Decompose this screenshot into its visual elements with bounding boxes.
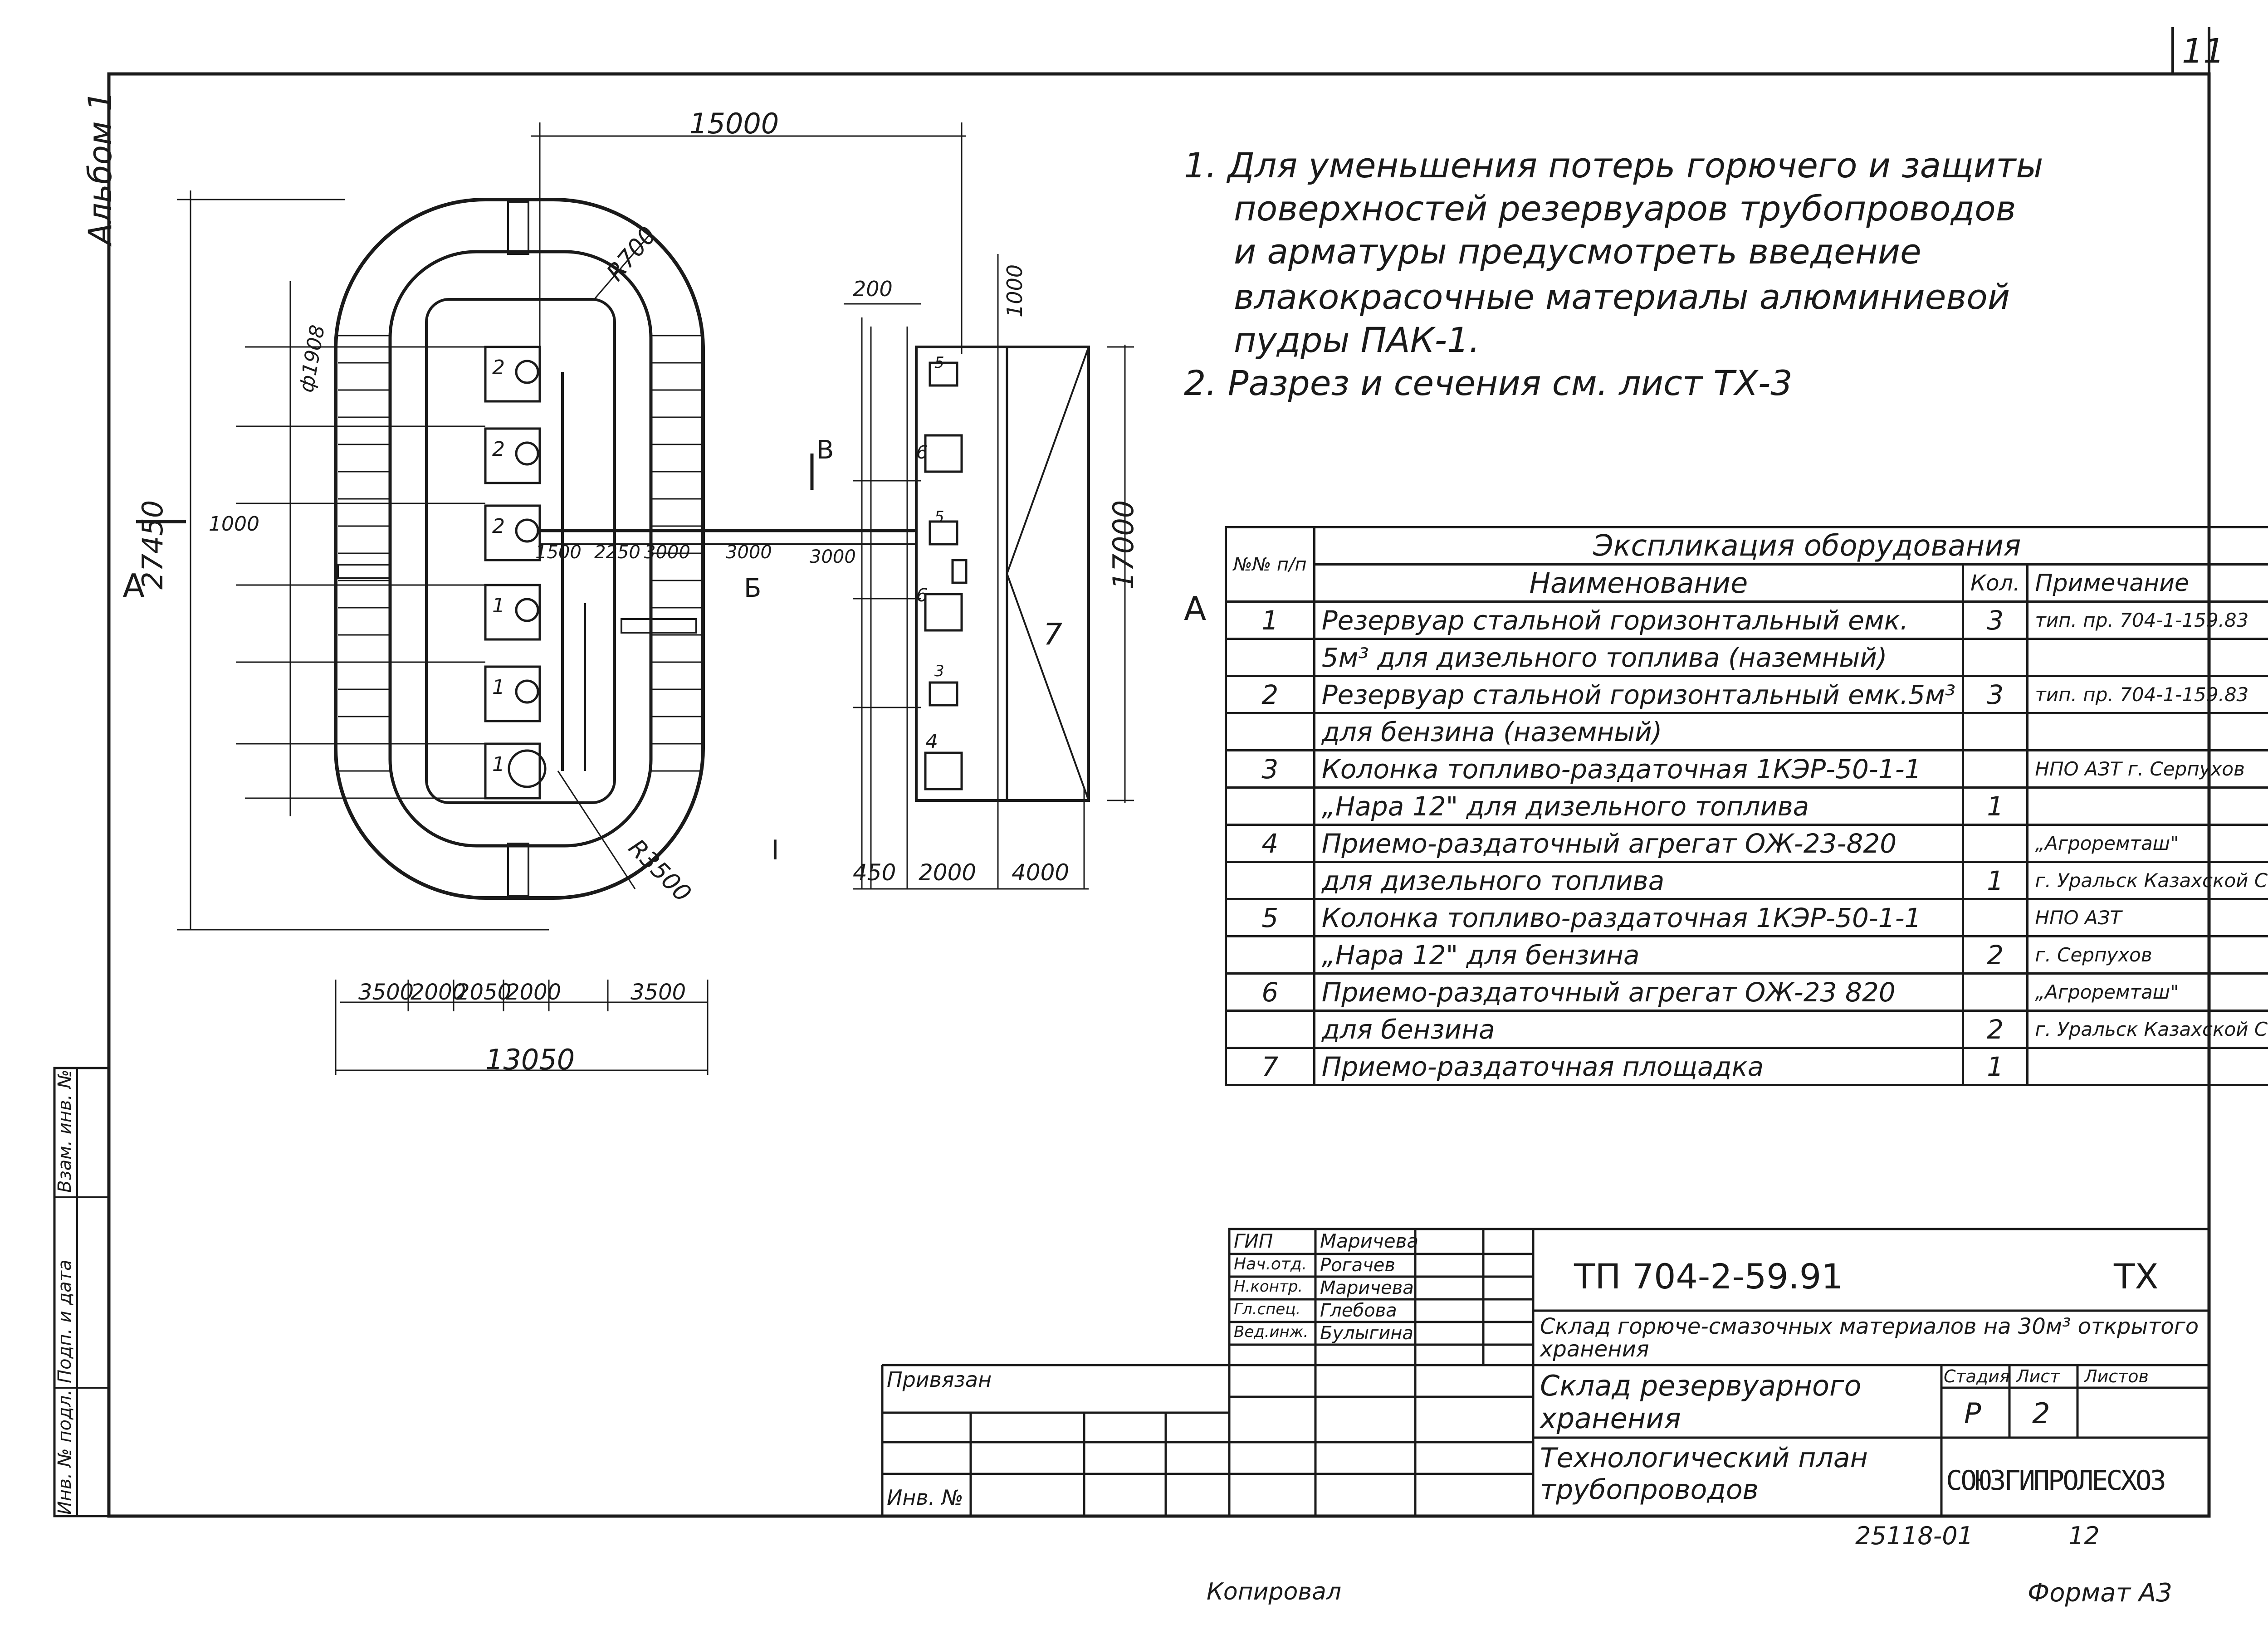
pad-label: 5 — [934, 354, 944, 372]
archive-sheet: 12 — [2068, 1522, 2100, 1550]
table-row: для бензина (наземный) — [1225, 712, 2268, 751]
sheet-title: Технологический план трубопроводов — [1540, 1442, 1868, 1506]
pitch-1000: 1000 — [209, 512, 259, 536]
pad-label: 4 — [925, 730, 938, 753]
tank-label: 2 — [492, 515, 505, 538]
receiving-platform — [810, 254, 1134, 890]
staff-name: Глебова — [1320, 1300, 1397, 1321]
pipe-run-1: 1500 — [535, 542, 582, 563]
section-b: Б — [744, 574, 762, 603]
table-row: 5м³ для дизельного топлива (наземный) — [1225, 638, 2268, 677]
dim-bottom-5: 3500 — [631, 980, 686, 1005]
dim-bottom-2: 2000 — [411, 980, 466, 1005]
note-line: 2. Разрез и сечения см. лист ТХ-3 — [1184, 363, 1793, 403]
staff-role: Нач.отд. — [1234, 1255, 1307, 1273]
staff-name: Маричева — [1320, 1278, 1414, 1298]
note-line: и арматуры предусмотреть введение — [1234, 231, 1921, 272]
sheet-label: Лист — [2016, 1366, 2060, 1386]
pad-label: 6 — [916, 442, 928, 463]
tank-label: 1 — [492, 594, 505, 617]
staff-name: Рогачев — [1320, 1255, 1395, 1276]
general-notes: 1. Для уменьшения потерь горючего и защи… — [1184, 145, 2182, 408]
inventory-label: Инв. № — [887, 1485, 963, 1510]
tank-label: 1 — [492, 753, 505, 776]
dim-bottom-3: 2050 — [456, 980, 512, 1005]
sheets-label: Листов — [2084, 1366, 2149, 1386]
document-mark: ТХ — [2114, 1256, 2159, 1297]
project-title: Склад горюче-смазочных материалов на 30м… — [1540, 1314, 2199, 1362]
dim-bottom-1: 3500 — [358, 980, 414, 1005]
staff-role: Н.контр. — [1234, 1278, 1303, 1296]
pipe-run-3: 3000 — [644, 542, 690, 563]
staff-role: Гл.спец. — [1234, 1300, 1301, 1318]
pipe-run-4: 3000 — [726, 542, 772, 563]
explication-title: Экспликация оборудования — [1313, 526, 2268, 566]
callout-i: I — [771, 834, 779, 866]
linked-label: Привязан — [887, 1367, 992, 1392]
tank-label: 1 — [492, 676, 505, 699]
tank-label: 2 — [492, 356, 505, 379]
right-bottom-450: 450 — [853, 859, 896, 886]
document-code: ТП 704-2-59.91 — [1574, 1256, 1843, 1297]
archive-number: 25118-01 — [1855, 1522, 1973, 1550]
right-bottom-2000: 2000 — [919, 859, 977, 886]
pad-label: 3 — [934, 662, 944, 680]
right-dim-200: 200 — [853, 277, 893, 301]
building-title: Склад резервуарного хранения — [1540, 1369, 1862, 1435]
sheet-value: 2 — [2032, 1397, 2050, 1430]
note-line: 1. Для уменьшения потерь горючего и защи… — [1184, 145, 2043, 185]
section-a-right: А — [1184, 590, 1207, 628]
col-header-note: Примечание — [2026, 563, 2268, 603]
copied-label: Копировал — [1207, 1578, 1342, 1605]
stage-value: Р — [1964, 1397, 1981, 1430]
stage-label: Стадия — [1944, 1366, 2010, 1386]
right-bottom-4000: 4000 — [1012, 859, 1070, 886]
col-header-qty: Кол. — [1961, 563, 2029, 603]
platform-number: 7 — [1043, 617, 1062, 652]
section-v: В — [816, 435, 834, 465]
pad-label: 5 — [934, 508, 944, 526]
note-line: поверхностей резервуаров трубопроводов — [1234, 188, 2016, 229]
pipe-run-2: 2250 — [594, 542, 640, 563]
dim-top: 15000 — [689, 107, 779, 140]
equipment-explication-table: №№ п/п Экспликация оборудования Наименов… — [1225, 526, 2268, 1086]
col-header-name: Наименование — [1313, 563, 1964, 603]
tank-yard-plan — [136, 122, 966, 1075]
pad-label: 6 — [916, 585, 928, 606]
staff-role: ГИП — [1234, 1230, 1273, 1252]
staff-name: Булыгина — [1320, 1323, 1413, 1344]
section-a-left: А — [122, 567, 145, 605]
organization: СОЮЗГИПРОЛЕСХОЗ — [1946, 1465, 2166, 1497]
staff-role: Вед.инж. — [1234, 1323, 1309, 1341]
dim-bottom-4: 2000 — [506, 980, 562, 1005]
sheet-number: 11 — [2182, 32, 2225, 71]
staff-name: Маричева — [1320, 1230, 1419, 1252]
dim-bottom-total: 13050 — [485, 1043, 575, 1076]
tank-label: 2 — [492, 438, 505, 461]
note-line: влакокрасочные материалы алюминиевой — [1234, 277, 2010, 317]
col-header-num: №№ п/п — [1225, 526, 1315, 603]
format-label: Формат А3 — [2028, 1578, 2172, 1608]
pipe-run-5: 3000 — [810, 546, 856, 567]
note-line: пудры ПАК-1. — [1234, 320, 1480, 360]
